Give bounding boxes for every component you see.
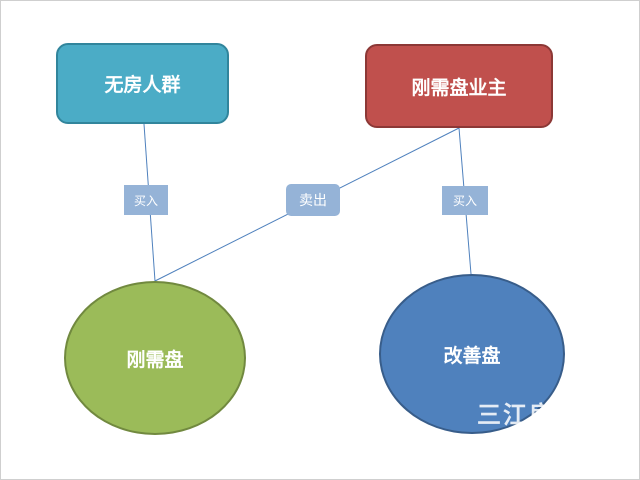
- edge-label-buy-right: 买入: [442, 186, 488, 215]
- edge-label-buy-right-text: 买入: [452, 194, 477, 208]
- edge-label-buy-left: 买入: [124, 185, 168, 215]
- edge-label-buy-left-text: 买入: [133, 193, 158, 208]
- node-upgrade-property-label: 改善盘: [443, 344, 501, 367]
- node-rigid-owner: 刚需盘业主: [365, 44, 553, 128]
- node-no-house-label: 无房人群: [104, 74, 181, 96]
- watermark: 三江房: [477, 401, 555, 429]
- node-no-house: 无房人群: [56, 43, 229, 124]
- edge-label-sell: 卖出: [286, 184, 340, 216]
- node-rigid-property: 刚需盘: [64, 281, 246, 435]
- node-upgrade-property: 改善盘: [379, 274, 565, 434]
- node-rigid-property-label: 刚需盘: [126, 348, 184, 371]
- edge-label-sell-text: 卖出: [299, 193, 327, 209]
- node-rigid-owner-label: 刚需盘业主: [411, 76, 507, 99]
